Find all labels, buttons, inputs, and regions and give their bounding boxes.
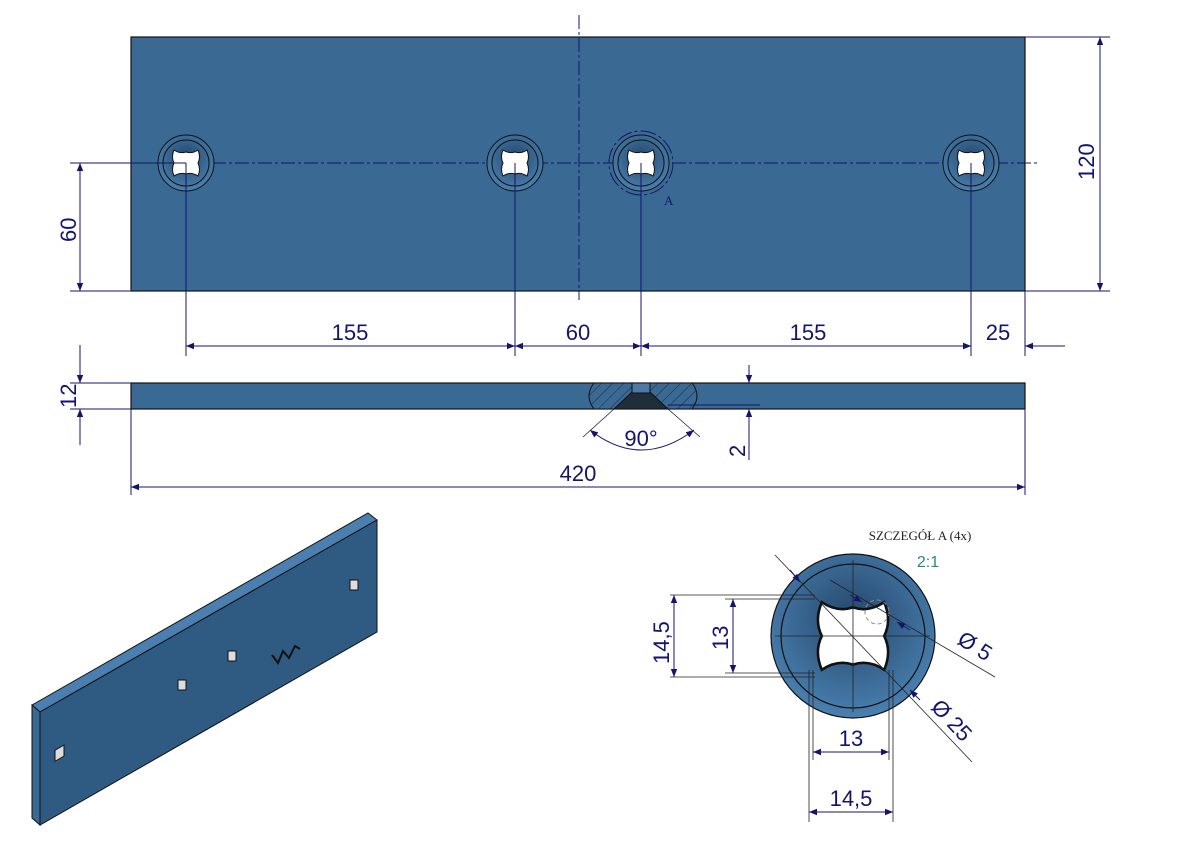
isometric-view [31,512,378,827]
detail-reference-label: A [664,193,674,208]
dim-spacing-3: 155 [790,320,827,345]
plate-top-face [130,36,1026,292]
detail-title: SZCZEGÓŁ A (4x) [869,528,972,543]
dim-spacing-1: 155 [332,320,369,345]
top-view: A 60 120 155 60 155 25 [56,15,1110,356]
logo-mark [271,644,301,665]
dim-total-height: 120 [1074,143,1099,180]
side-view: 12 2 90° 420 [56,345,1026,495]
dim-offset-height: 60 [56,218,81,242]
dim-outer-vertical: 14,5 [649,621,674,664]
plate-side [130,382,1026,410]
dim-outer-horizontal: 14,5 [830,786,873,811]
detail-scale: 2:1 [917,554,939,571]
dim-edge: 25 [986,320,1010,345]
dim-large-diameter: Ø 25 [926,694,977,746]
dim-spacing-2: 60 [566,320,590,345]
dim-countersink-depth: 2 [725,445,750,457]
detail-a: SZCZEGÓŁ A (4x) 2:1 Ø 5 Ø 25 14,5 13 13 … [649,528,997,822]
dim-inner-vertical: 13 [708,626,733,650]
dim-angle: 90° [624,426,657,451]
dim-total-length: 420 [560,461,597,486]
dim-thickness: 12 [56,384,81,408]
dim-small-diameter: Ø 5 [953,626,996,666]
dim-inner-horizontal: 13 [839,726,863,751]
